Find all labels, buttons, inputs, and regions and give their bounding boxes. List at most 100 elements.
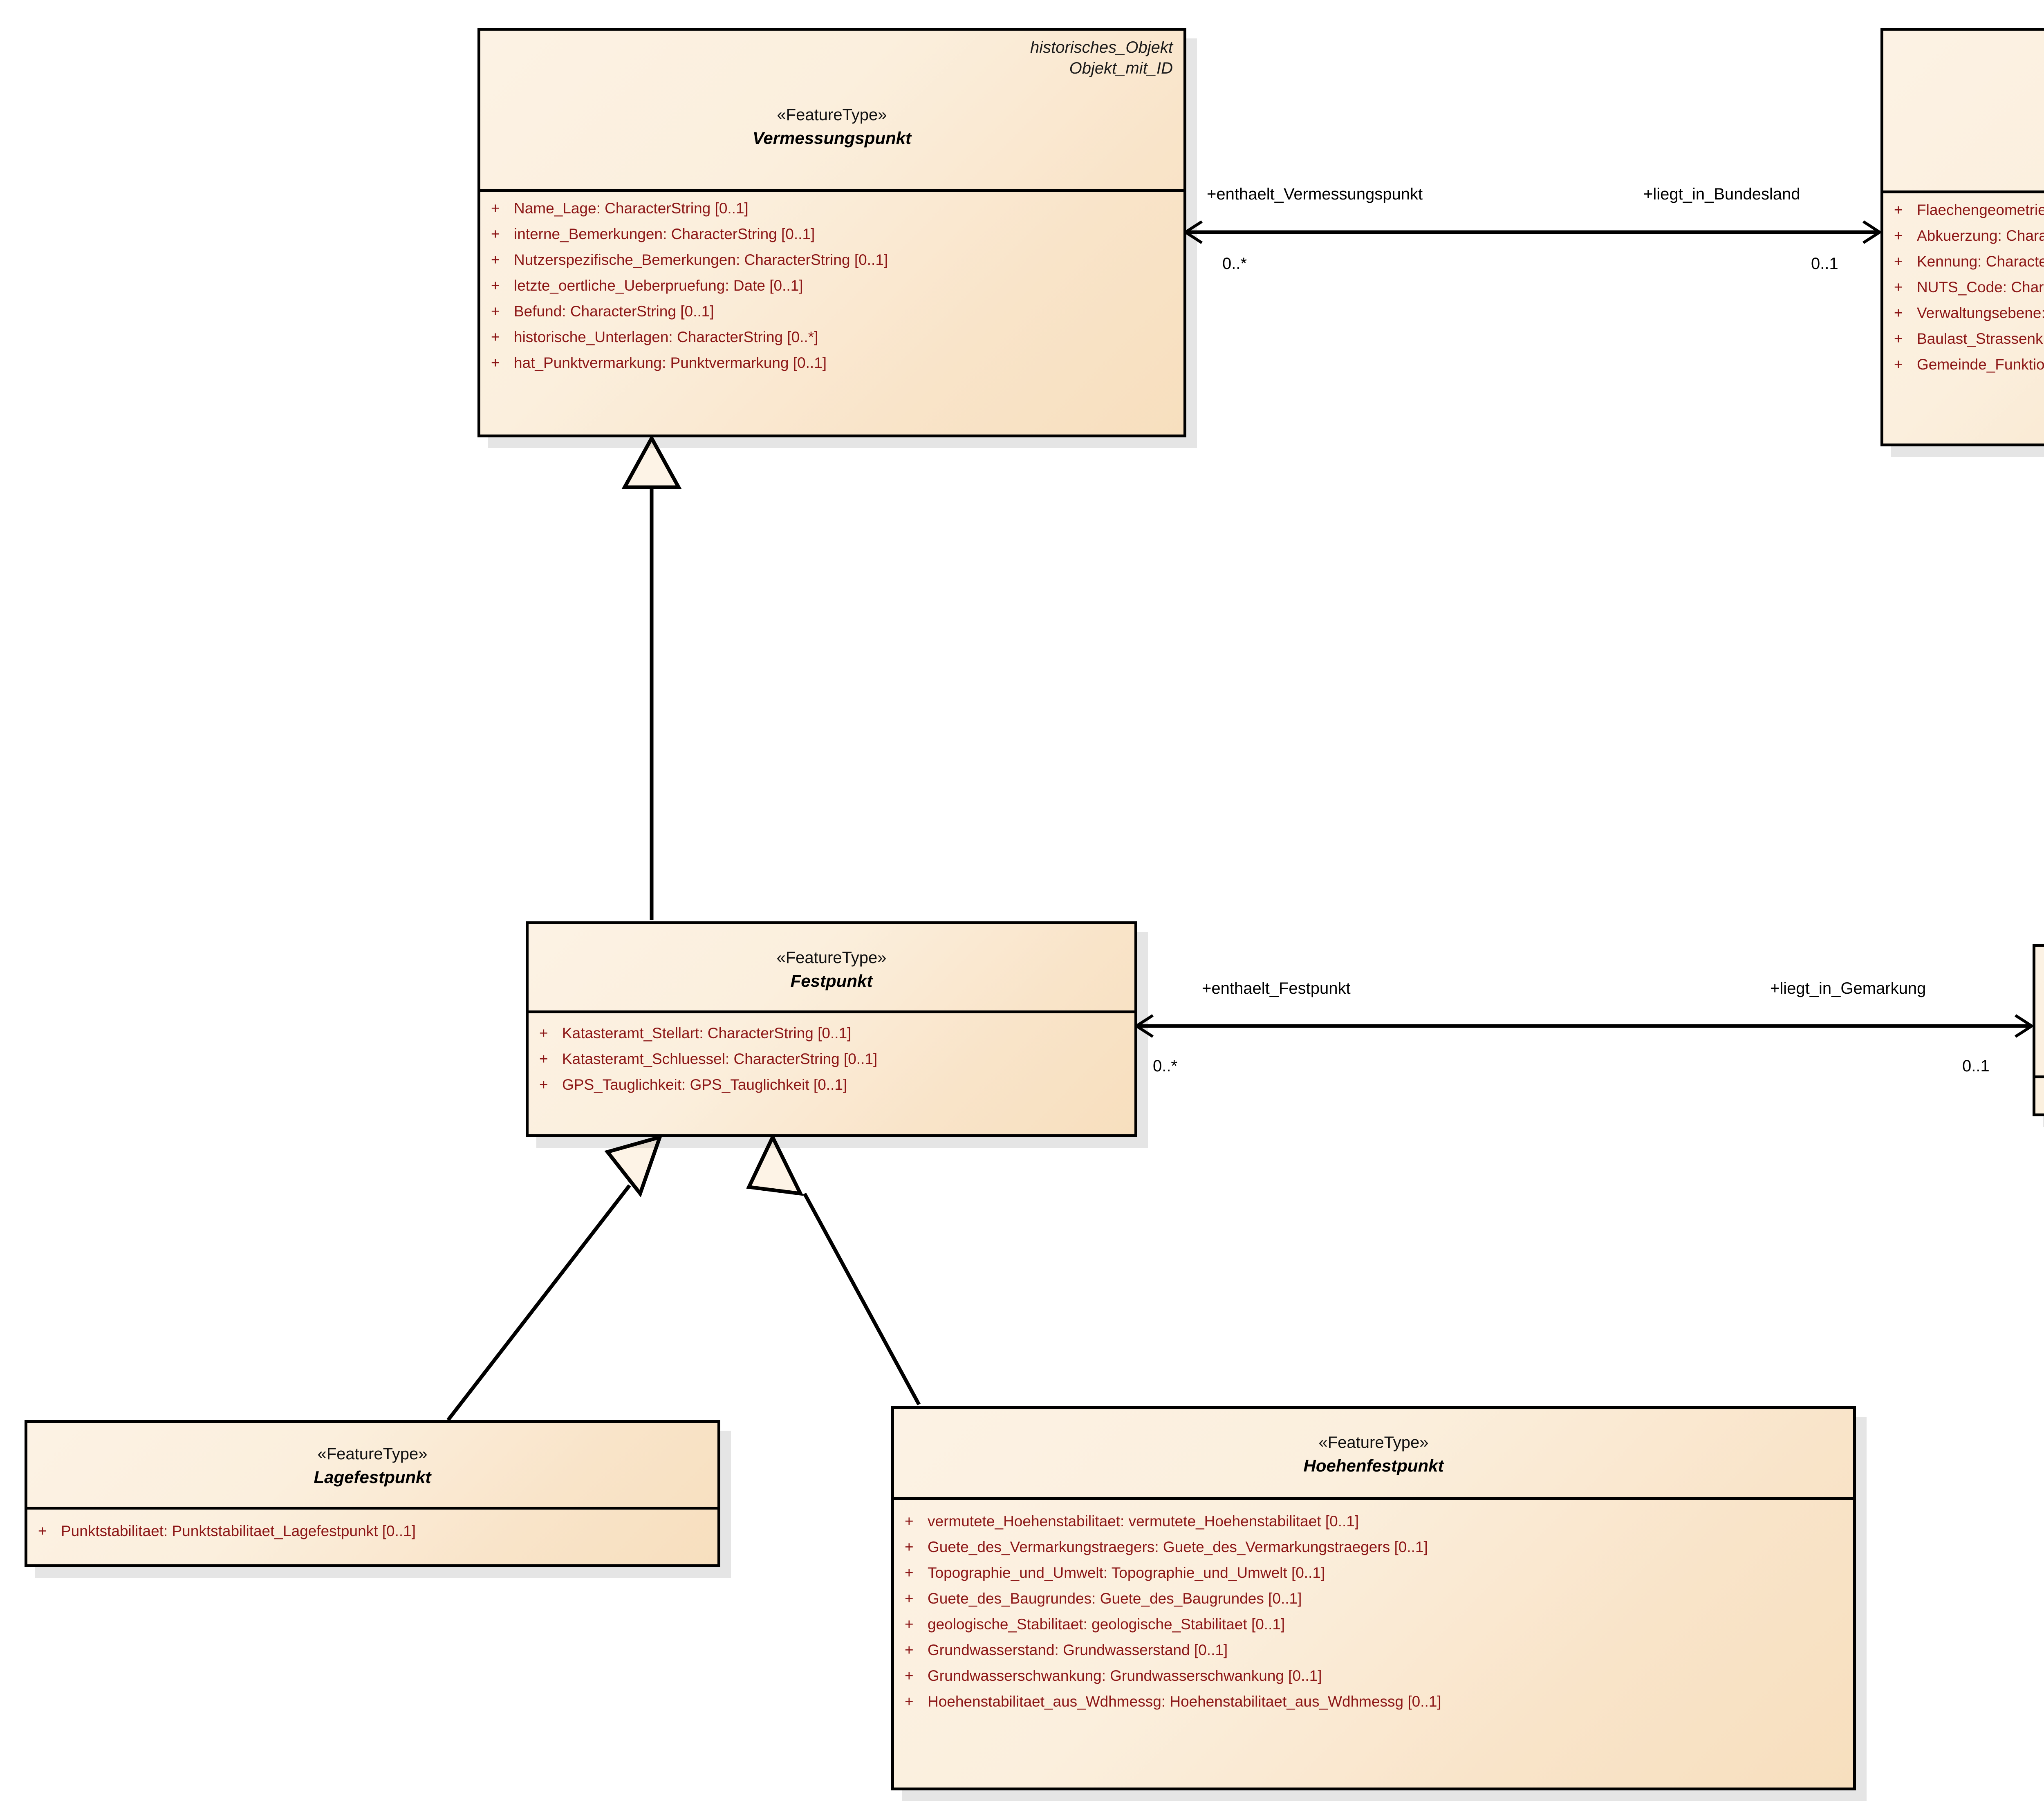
class-stereotype-lagefestpunkt: «FeatureType»: [317, 1445, 428, 1463]
class-tag-historisches-objekt: historisches_Objekt: [1030, 38, 1173, 56]
attr-signature: Topographie_und_Umwelt: Topographie_und_…: [928, 1564, 1325, 1581]
attribute-row: + Kennung: CharacterString [0..1]: [1894, 254, 2044, 269]
attr-signature: GPS_Tauglichkeit: GPS_Tauglichkeit [0..1…: [562, 1076, 847, 1093]
attribute-row: + interne_Bemerkungen: CharacterString [0…: [491, 226, 1173, 242]
class-attributes-gemarkung: +Schluessel: CharacterString: [2035, 1078, 2044, 1111]
attribute-row: +Abkuerzung: CharacterString [0..1]: [1894, 228, 2044, 243]
class-box-hoehenfestpunkt[interactable]: «FeatureType» Hoehenfestpunkt + vermutete…: [891, 1406, 1856, 1790]
attr-signature: NUTS_Code: CharacterString [0..1]: [1917, 279, 2044, 296]
class-box-lagefestpunkt[interactable]: «FeatureType» Lagefestpunkt + Punktstabil…: [25, 1420, 720, 1567]
attr-signature: Nutzerspezifische_Bemerkungen: Character…: [514, 251, 888, 268]
class-name-verwaltungsbezirk: S_Administration::Verwaltungsbezirk: [1894, 127, 2044, 150]
attr-signature: Guete_des_Baugrundes: Guete_des_Baugrund…: [928, 1590, 1302, 1607]
attr-signature: Flaechengeometrie: GM_MultiSurface [0..1…: [1917, 202, 2044, 218]
attribute-row: + hat_Punktvermarkung: Punktvermarkung [0…: [491, 355, 1173, 370]
attribute-row: +Baulast_Strassenklasse: Baulast_Strasse…: [1894, 331, 2044, 346]
attribute-row: + Grundwasserschwankung: Grundwasserschwa…: [905, 1668, 1842, 1683]
attr-visibility: +: [1894, 356, 1903, 373]
attribute-row: + geologische_Stabilitaet: geologische_St…: [905, 1617, 1842, 1632]
generalization-hoehenfestpunkt-to-festpunkt: [746, 1133, 921, 1406]
generalization-festpunkt-to-vermessungspunkt: [621, 434, 682, 920]
attr-signature: Kennung: CharacterString [0..1]: [1917, 253, 2044, 270]
attr-visibility: +: [905, 1564, 914, 1581]
class-box-festpunkt[interactable]: «FeatureType» Festpunkt + Katasteramt_Ste…: [526, 921, 1137, 1137]
class-tag-bereichsobjekt: Bereichsobjekt: [1894, 58, 2044, 79]
attribute-row: +Verwaltungsebene: Verwaltungsebene [0..…: [1894, 305, 2044, 320]
attr-signature: historische_Unterlagen: CharacterString …: [514, 329, 818, 345]
assoc-label-liegt-in-gemarkung: +liegt_in_Gemarkung: [1770, 979, 1926, 997]
attr-visibility: +: [1894, 279, 1903, 296]
attr-visibility: +: [905, 1693, 914, 1710]
attr-visibility: +: [1894, 202, 1903, 218]
attribute-row: +Katasteramt_Schluessel: CharacterString…: [539, 1051, 1124, 1066]
attr-visibility: +: [905, 1513, 914, 1530]
attr-visibility: +: [905, 1539, 914, 1555]
attribute-row: + Guete_des_Baugrundes: Guete_des_Baugrun…: [905, 1591, 1842, 1606]
class-header-lagefestpunkt: «FeatureType» Lagefestpunkt: [27, 1423, 717, 1510]
class-box-verwaltungsbezirk[interactable]: Baulasttraeger Bereichsobjekt «FachId» S…: [1880, 28, 2044, 446]
attr-visibility: +: [905, 1667, 914, 1684]
class-box-gemarkung[interactable]: OKSTRA_Objekt «FeatureType» S_Kataster::…: [2033, 944, 2044, 1116]
attr-visibility: +: [539, 1076, 548, 1093]
attr-visibility: +: [491, 251, 500, 268]
attr-signature: Grundwasserschwankung: Grundwasserschwan…: [928, 1667, 1322, 1684]
class-header-festpunkt: «FeatureType» Festpunkt: [529, 924, 1134, 1013]
class-name-hoehenfestpunkt: Hoehenfestpunkt: [1303, 1456, 1444, 1475]
class-header-vermessungspunkt: historisches_Objekt Objekt_mit_ID «Featu…: [480, 31, 1183, 192]
attr-signature: Befund: CharacterString [0..1]: [514, 303, 714, 320]
attribute-row: + Befund: CharacterString [0..1]: [491, 304, 1173, 319]
attribute-row: +Gemeinde_Funktion: Gemeinde_Funktion [0…: [1894, 357, 2044, 372]
assoc-label-enthaelt-festpunkt: +enthaelt_Festpunkt: [1202, 979, 1351, 997]
attribute-row: + historische_Unterlagen: CharacterString…: [491, 329, 1173, 345]
assoc-mult-liegt-in-gemarkung: 0..1: [1962, 1057, 1990, 1075]
attr-signature: geologische_Stabilitaet: geologische_Sta…: [928, 1616, 1285, 1633]
class-stereotype-vermessungspunkt: «FeatureType»: [777, 106, 887, 124]
attr-signature: Grundwasserstand: Grundwasserstand [0..1…: [928, 1642, 1228, 1658]
assoc-label-enthaelt-vermessungspunkt: +enthaelt_Vermessungspunkt: [1207, 185, 1423, 203]
class-header-gemarkung: OKSTRA_Objekt «FeatureType» S_Kataster::…: [2035, 947, 2044, 1078]
attribute-row: +Katasteramt_Stellart: CharacterString […: [539, 1026, 1124, 1041]
class-header-hoehenfestpunkt: «FeatureType» Hoehenfestpunkt: [894, 1409, 1853, 1500]
assoc-mult-enthaelt-vermessungspunkt: 0..*: [1222, 255, 1247, 273]
attribute-row: +Hoehenstabilitaet_aus_Wdhmessg: Hoehens…: [905, 1694, 1842, 1709]
attr-visibility: +: [491, 329, 500, 345]
class-attributes-verwaltungsbezirk: + Flaechengeometrie: GM_MultiSurface [0..…: [1883, 193, 2044, 381]
attr-visibility: +: [491, 354, 500, 371]
class-tag-baulasttraeger: Baulasttraeger: [1894, 37, 2044, 58]
assoc-label-liegt-in-bundesland: +liegt_in_Bundesland: [1643, 185, 1800, 203]
class-attributes-lagefestpunkt: + Punktstabilitaet: Punktstabilitaet_Lage…: [27, 1510, 717, 1548]
class-name-lagefestpunkt: Lagefestpunkt: [314, 1467, 431, 1487]
attr-signature: Punktstabilitaet: Punktstabilitaet_Lagef…: [61, 1523, 416, 1539]
attribute-row: + NUTS_Code: CharacterString [0..1]: [1894, 280, 2044, 295]
attr-signature: interne_Bemerkungen: CharacterString [0.…: [514, 226, 815, 242]
attr-visibility: +: [38, 1523, 47, 1539]
attr-visibility: +: [491, 226, 500, 242]
class-attributes-festpunkt: + Katasteramt_Stellart: CharacterString […: [529, 1013, 1134, 1101]
attribute-row: +letzte_oertliche_Ueberpruefung: Date [0…: [491, 278, 1173, 293]
attr-visibility: +: [491, 200, 500, 217]
attr-visibility: +: [905, 1590, 914, 1607]
attr-visibility: +: [1894, 305, 1903, 321]
attr-signature: vermutete_Hoehenstabilitaet: vermutete_H…: [928, 1513, 1359, 1530]
attr-signature: Katasteramt_Stellart: CharacterString [0…: [562, 1025, 852, 1042]
class-name-festpunkt: Festpunkt: [790, 971, 873, 990]
attr-signature: hat_Punktvermarkung: Punktvermarkung [0.…: [514, 354, 827, 371]
attribute-row: + Name_Lage: CharacterString [0..1]: [491, 201, 1173, 216]
attr-signature: Name_Lage: CharacterString [0..1]: [514, 200, 749, 217]
generalization-lagefestpunkt-to-festpunkt: [446, 1134, 663, 1421]
attribute-row: + Flaechengeometrie: GM_MultiSurface [0..…: [1894, 202, 2044, 217]
attribute-row: + GPS_Tauglichkeit: GPS_Tauglichkeit [0..…: [539, 1077, 1124, 1092]
attribute-row: + vermutete_Hoehenstabilitaet: vermutete_…: [905, 1514, 1842, 1529]
attr-signature: Katasteramt_Schluessel: CharacterString …: [562, 1051, 878, 1067]
attr-visibility: +: [491, 303, 500, 320]
class-stereotype-hoehenfestpunkt: «FeatureType»: [1318, 1434, 1429, 1452]
attr-visibility: +: [1894, 330, 1903, 347]
class-name-vermessungspunkt: Vermessungspunkt: [752, 128, 912, 148]
attribute-row: + Punktstabilitaet: Punktstabilitaet_Lage…: [38, 1523, 707, 1539]
attr-visibility: +: [1894, 253, 1903, 270]
attr-visibility: +: [905, 1616, 914, 1633]
attr-visibility: +: [491, 277, 500, 294]
class-tag-objekt-mit-id: Objekt_mit_ID: [1069, 59, 1173, 78]
class-box-vermessungspunkt[interactable]: historisches_Objekt Objekt_mit_ID «Featu…: [477, 28, 1186, 437]
